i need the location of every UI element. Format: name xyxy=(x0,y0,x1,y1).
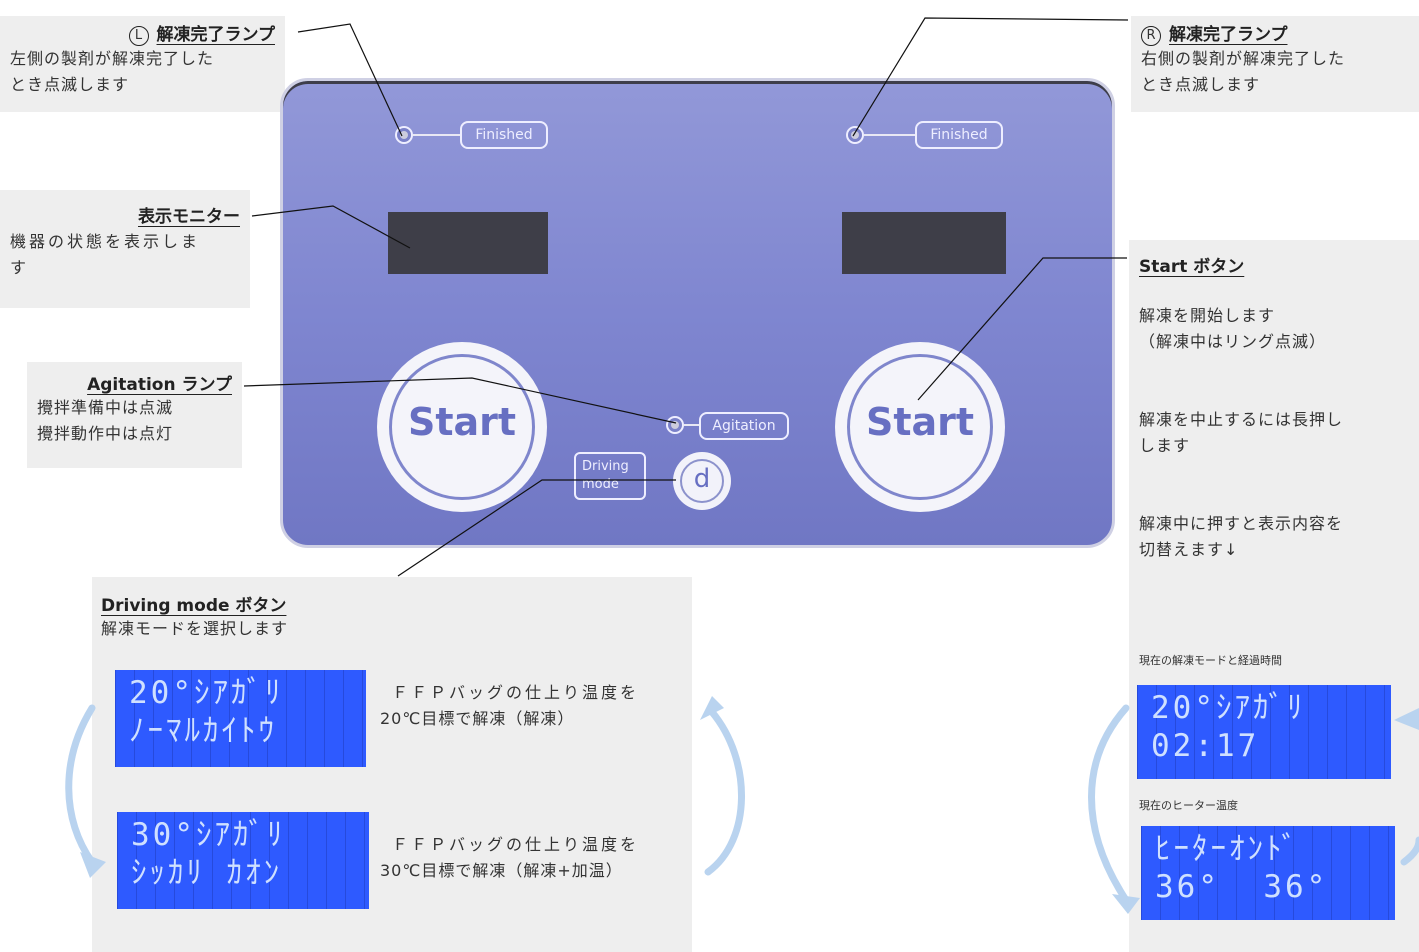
monitor-callout: 表示モニター 機器の状態を表示しま す xyxy=(0,190,250,308)
agitation-lamp xyxy=(666,416,684,434)
mode-normal-text-1: ＦＦＰバッグの仕上り温度を xyxy=(392,683,640,702)
start-label-left: Start xyxy=(407,400,517,444)
start-button-left[interactable]: Start xyxy=(377,342,547,512)
start-desc-3: 解凍を中止するには長押し xyxy=(1139,410,1344,429)
right-lamp-connector xyxy=(864,134,916,136)
lcd-heater: ﾋｰﾀｰｵﾝﾄﾞ 36° 36° xyxy=(1141,826,1395,920)
leader-lines xyxy=(243,17,1129,577)
start-ring-left xyxy=(389,354,535,500)
agitation-title: Agitation ランプ xyxy=(87,375,232,395)
left-lamp-title: 解凍完了ランプ xyxy=(156,25,276,45)
arrowhead-start-down xyxy=(1112,894,1140,914)
start-button-right[interactable]: Start xyxy=(835,342,1005,512)
lcd-mode-warm: 30°ｼｱｶﾞﾘ ｼｯｶﾘ ｶｵﾝ xyxy=(117,812,369,909)
lcd-mode-normal: 20°ｼｱｶﾞﾘ ﾉｰﾏﾙｶｲﾄｳ xyxy=(115,670,366,767)
right-display xyxy=(842,212,1006,274)
leader-right-lamp xyxy=(852,17,1129,137)
leader-agitation xyxy=(243,377,677,424)
start-title: Start ボタン xyxy=(1139,257,1245,277)
arrowhead-start-up xyxy=(1394,708,1419,730)
start-caption-2: 現在のヒーター温度 xyxy=(1139,799,1238,812)
start-desc-4: します xyxy=(1139,436,1191,455)
monitor-desc-1: 機器の状態を表示しま xyxy=(10,232,201,251)
left-mark: L xyxy=(128,25,149,46)
lcd-elapsed: 20°ｼｱｶﾞﾘ 02:17 xyxy=(1137,685,1391,779)
leader-start xyxy=(917,257,1127,401)
cycle-arrows xyxy=(65,704,1419,904)
lcd-elapsed-line-1: 20°ｼｱｶﾞﾘ xyxy=(1151,690,1306,726)
driving-mode-label-1: Driving xyxy=(582,459,629,474)
driving-mode-button[interactable]: d xyxy=(673,452,731,510)
mode-normal-text-2: 20℃目標で解凍（解凍） xyxy=(380,709,575,728)
leader-left-lamp xyxy=(297,23,403,137)
mode-warm-text-2: 30℃目標で解凍（解凍+加温） xyxy=(380,861,623,880)
start-desc-5: 解凍中に押すと表示内容を xyxy=(1139,514,1344,533)
left-display xyxy=(388,212,548,274)
start-label-right: Start xyxy=(865,400,975,444)
mode-warm-desc: ＦＦＰバッグの仕上り温度を 30℃目標で解凍（解凍+加温） xyxy=(380,832,639,884)
start-desc-1: 解凍を開始します xyxy=(1139,306,1276,325)
lcd-elapsed-line-2: 02:17 xyxy=(1151,728,1260,764)
agitation-connector xyxy=(684,424,700,426)
agitation-desc-2: 攪拌動作中は点灯 xyxy=(37,424,174,443)
lcd-mode-normal-line-2: ﾉｰﾏﾙｶｲﾄｳ xyxy=(129,713,277,749)
arrowhead-driving-down xyxy=(80,852,106,878)
right-lamp-desc-1: 右側の製剤が解凍完了した xyxy=(1141,48,1346,68)
driving-mode-label: Driving mode xyxy=(574,452,646,500)
driving-title: Driving mode ボタン xyxy=(101,596,287,616)
start-ring-right xyxy=(847,354,993,500)
driving-mode-label-2: mode xyxy=(582,477,619,492)
mode-normal-desc: ＦＦＰバッグの仕上り温度を 20℃目標で解凍（解凍） xyxy=(380,680,639,732)
left-lamp-desc-1: 左側の製剤が解凍完了した xyxy=(10,48,215,68)
start-desc-6: 切替えます↓ xyxy=(1139,540,1239,559)
monitor-title: 表示モニター xyxy=(138,207,240,227)
left-finished-label: Finished xyxy=(460,121,548,149)
leader-driving xyxy=(397,479,676,577)
lcd-mode-normal-line-1: 20°ｼｱｶﾞﾘ xyxy=(129,675,284,711)
agitation-label: Agitation xyxy=(699,412,789,440)
arrowhead-driving-up xyxy=(700,696,724,720)
leader-monitor xyxy=(251,205,411,249)
driving-arrow-right xyxy=(704,708,745,876)
mode-warm-text-1: ＦＦＰバッグの仕上り温度を xyxy=(392,835,640,854)
driving-arrow-left xyxy=(65,704,96,866)
start-arrow-right xyxy=(1400,836,1419,866)
driving-desc: 解凍モードを選択します xyxy=(101,619,289,638)
lcd-heater-line-1: ﾋｰﾀｰｵﾝﾄﾞ xyxy=(1155,831,1300,867)
monitor-desc-2: す xyxy=(10,258,28,277)
lcd-mode-warm-line-2: ｼｯｶﾘ ｶｵﾝ xyxy=(131,855,283,891)
start-desc-2: （解凍中はリング点滅） xyxy=(1139,332,1327,351)
right-lamp-desc-2: とき点滅します xyxy=(1141,74,1261,94)
right-lamp-callout: R 解凍完了ランプ 右側の製剤が解凍完了した とき点滅します xyxy=(1131,16,1419,112)
right-mark: R xyxy=(1141,25,1161,46)
start-arrow-left xyxy=(1088,704,1130,904)
left-lamp-desc-2: とき点滅します xyxy=(10,74,130,94)
lcd-heater-line-2: 36° 36° xyxy=(1155,869,1329,905)
agitation-callout: Agitation ランプ 攪拌準備中は点滅 攪拌動作中は点灯 xyxy=(27,362,242,468)
right-finished-lamp xyxy=(846,126,864,144)
right-finished-label: Finished xyxy=(915,121,1003,149)
left-lamp-connector xyxy=(413,134,461,136)
start-caption-1: 現在の解凍モードと経過時間 xyxy=(1139,654,1282,667)
lcd-mode-warm-line-1: 30°ｼｱｶﾞﾘ xyxy=(131,817,286,853)
right-lamp-title: 解凍完了ランプ xyxy=(1169,25,1288,45)
agitation-desc-1: 攪拌準備中は点滅 xyxy=(37,398,174,417)
left-lamp-callout: L 解凍完了ランプ 左側の製剤が解凍完了した とき点滅します xyxy=(0,16,285,112)
control-panel: Finished Finished Start Start Agitation … xyxy=(280,78,1115,548)
arrow-heads xyxy=(80,696,1419,914)
